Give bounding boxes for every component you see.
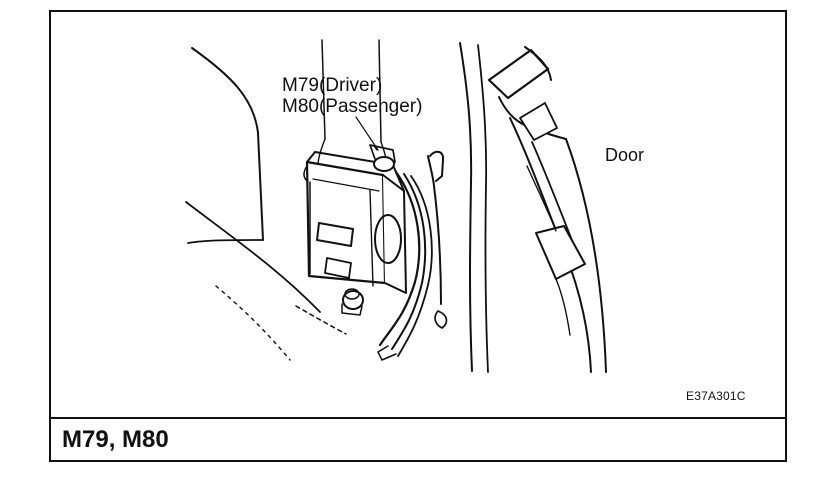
figure-caption: M79, M80	[62, 426, 169, 453]
caption-divider	[49, 417, 787, 419]
connector-m79-m80	[355, 116, 396, 172]
anchor-bolt	[341, 288, 364, 316]
callout-passenger-label: M80(Passenger)	[282, 96, 423, 117]
wiring-harness	[377, 150, 448, 361]
figure-code: E37A301C	[686, 389, 746, 403]
callout-driver-label: M79(Driver)	[282, 75, 383, 96]
door-pillar-and-belt	[459, 42, 607, 373]
seatbelt-retractor-unit	[303, 151, 407, 294]
door-label: Door	[605, 145, 645, 165]
